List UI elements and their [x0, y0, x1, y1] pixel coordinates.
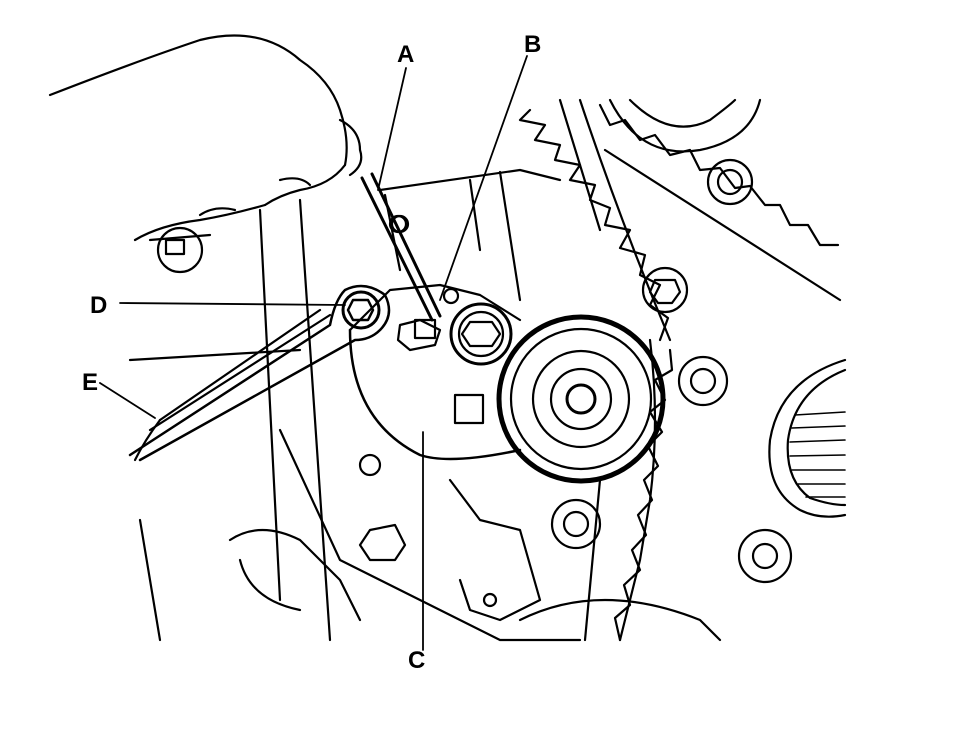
- tensioner-arm-c: [348, 283, 522, 461]
- callout-label-e: E: [82, 369, 98, 396]
- callout-labels: A B C D E: [82, 31, 541, 674]
- callout-label-d: D: [90, 292, 107, 319]
- leader-lines: [99, 55, 528, 651]
- callout-label-b: B: [524, 31, 541, 58]
- wrench-e: [128, 284, 391, 462]
- camshaft-gear: [608, 98, 762, 153]
- callout-label-c: C: [408, 647, 425, 674]
- crankshaft-gear: [768, 358, 847, 518]
- timing-belt: [518, 98, 842, 642]
- engine-block: [128, 168, 722, 642]
- callout-label-a: A: [397, 41, 414, 68]
- hand: [48, 34, 363, 242]
- bolt-d: [341, 290, 381, 330]
- tensioner-pulley: [496, 314, 666, 484]
- bolts: [390, 158, 793, 584]
